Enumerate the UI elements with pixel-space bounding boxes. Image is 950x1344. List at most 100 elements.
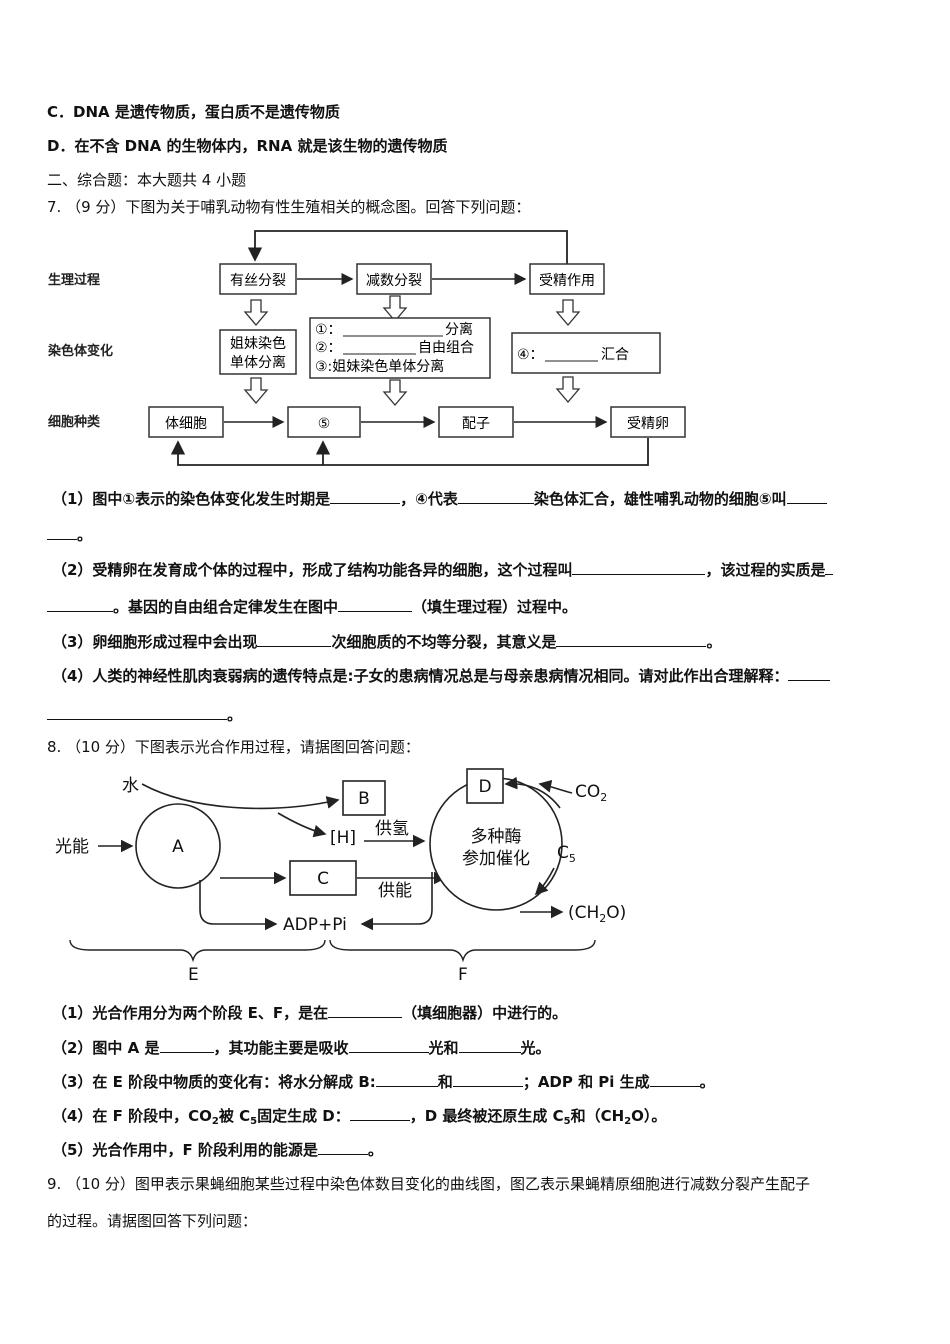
q7-p1-c: 染色体汇合，雄性哺乳动物的细胞⑤叫 (533, 490, 787, 508)
fert-change-1: ④： (517, 347, 544, 363)
q8-p2-blank2[interactable] (348, 1037, 429, 1053)
label-D: D (478, 777, 491, 797)
box-cell-5 (287, 406, 361, 438)
label-H: [H] (330, 828, 356, 848)
q8-p3-b: 和 (437, 1073, 453, 1091)
q8-p3-a: （3）在 E 阶段中物质的变化有：将水分解成 B: (52, 1073, 376, 1091)
option-c: C．DNA 是遗传物质，蛋白质不是遗传物质 (47, 103, 340, 121)
label-fertilization: 受精作用 (539, 273, 595, 289)
q8-p4-sub4: 2 (624, 1116, 632, 1127)
label-co2: CO2 (575, 782, 607, 804)
q8-p3-blank2[interactable] (452, 1071, 523, 1087)
label-h-supply: 供氢 (375, 819, 409, 839)
label-mitosis: 有丝分裂 (230, 273, 286, 289)
q7-p1-blank2[interactable] (457, 488, 534, 504)
q8-p4-c: 固定生成 D： (257, 1107, 350, 1125)
q8-p4-f: O）。 (631, 1107, 667, 1125)
q7-p4-a: （4）人类的神经性肌肉衰弱病的遗传特点是:子女的患病情况总是与母亲患病情况相同。… (52, 667, 789, 685)
q7-p1-blank1[interactable] (330, 488, 401, 504)
q7-p2-c: 。基因的自由组合定律发生在图中 (113, 598, 339, 616)
q7-part1: （1）图中①表示的染色体变化发生时期是 ，④代表 染色体汇合，雄性哺乳动物的细胞⑤叫 (52, 488, 827, 509)
row-label-process: 生理过程 (48, 272, 100, 288)
box-mitosis-change (219, 329, 297, 375)
q8-part1: （1）光合作用分为两个阶段 E、F，是在（填细胞器）中进行的。 (52, 1002, 567, 1023)
box-fertilization (529, 263, 605, 295)
q8-p2-a: （2）图中 A 是 (52, 1039, 160, 1057)
q7-p3-blank1[interactable] (257, 631, 332, 647)
box-meiosis (356, 263, 432, 295)
q7-p4-blank[interactable] (788, 665, 831, 681)
label-water: 水 (122, 776, 139, 796)
circle-A (135, 803, 221, 889)
q8-p2-blank1[interactable] (159, 1037, 214, 1053)
q8-part3: （3）在 E 阶段中物质的变化有：将水分解成 B:和；ADP 和 Pi 生成。 (52, 1071, 715, 1092)
fert-change-end: 汇合 (601, 347, 629, 363)
q8-p2-c: 光和 (428, 1039, 459, 1057)
q8-p5-blank[interactable] (317, 1139, 368, 1155)
q7-p3-c: 。 (706, 633, 722, 651)
meiosis-change-2-end: 自由组合 (418, 340, 474, 356)
row-label-chromosome: 染色体变化 (47, 343, 113, 359)
mitosis-change-line2: 单体分离 (230, 354, 286, 371)
q7-p2-b: ，该过程的实质是 (705, 561, 826, 579)
label-gamete: 配子 (462, 416, 490, 432)
meiosis-change-3: ③:姐妹染色单体分离 (315, 358, 444, 375)
q8-p2-d: 光。 (520, 1039, 551, 1057)
q8-p2-blank3[interactable] (458, 1037, 521, 1053)
q8-part4: （4）在 F 阶段中，CO2被 C5固定生成 D：，D 最终被还原生成 C5和（… (52, 1105, 667, 1127)
q7-p2-blank1[interactable] (572, 559, 706, 575)
q8-p4-sub3: 5 (563, 1116, 571, 1127)
q8-p4-a: （4）在 F 阶段中，CO (52, 1107, 212, 1125)
q8-p3-blank3[interactable] (649, 1071, 700, 1087)
label-e-supply: 供能 (378, 881, 412, 901)
label-enzyme2: 参加催化 (462, 849, 530, 869)
photosynthesis-diagram: 水 光能 A B [H] 供氢 C 供能 ADP+Pi 多种酶 参加催化 D C… (55, 768, 626, 985)
q8-p5-b: 。 (367, 1141, 383, 1159)
label-enzyme1: 多种酶 (471, 827, 522, 847)
q7-p4-b: 。 (227, 706, 243, 724)
box-somatic-cell (148, 406, 224, 438)
q7-part4: （4）人类的神经性肌肉衰弱病的遗传特点是:子女的患病情况总是与母亲患病情况相同。… (52, 665, 831, 686)
box-B (342, 780, 386, 816)
box-gamete (438, 406, 514, 438)
q7-p2-blank2[interactable] (825, 559, 834, 575)
q8-p4-d: ，D 最终被还原生成 C (409, 1107, 564, 1125)
label-meiosis: 减数分裂 (366, 273, 422, 289)
q7-part3: （3）卵细胞形成过程中会出现次细胞质的不均等分裂，其意义是。 (52, 631, 721, 652)
box-C (289, 860, 357, 896)
meiosis-change-2: ②： (315, 340, 342, 356)
q8-stem: 8. （10 分）下图表示光合作用过程，请据图回答问题： (47, 738, 420, 756)
label-A: A (172, 837, 184, 857)
q7-p1-b: ，④代表 (400, 490, 458, 508)
q7-p3-blank2[interactable] (556, 631, 707, 647)
q8-p3-blank1[interactable] (375, 1071, 438, 1087)
q7-p2-blank3[interactable] (338, 596, 413, 612)
box-mitosis (219, 263, 297, 295)
row-label-cell: 细胞种类 (48, 414, 101, 430)
q7-p1-blank3-cont[interactable] (47, 524, 77, 540)
label-somatic-cell: 体细胞 (165, 416, 207, 432)
label-c5: C5 (557, 843, 576, 865)
box-fertilization-change (511, 332, 661, 374)
label-light: 光能 (55, 837, 89, 857)
q7-p2-blank2-cont[interactable] (47, 596, 113, 612)
q9-stem-line1: 9. （10 分）图甲表示果蝇细胞某些过程中染色体数目变化的曲线图，图乙表示果蝇… (47, 1175, 810, 1193)
q8-p4-sub1: 2 (211, 1116, 219, 1127)
q7-part2: （2）受精卵在发育成个体的过程中，形成了结构功能各异的细胞，这个过程叫，该过程的… (52, 559, 834, 580)
mitosis-change-line1: 姐妹染色 (230, 335, 286, 352)
q7-p1-a: （1）图中①表示的染色体变化发生时期是 (52, 490, 331, 508)
reproduction-concept-map: 生理过程 染色体变化 细胞种类 有丝分裂 减数分裂 受精作用 姐妹染色 单体分离… (47, 230, 686, 466)
q7-part2-cont: 。基因的自由组合定律发生在图中（填生理过程）过程中。 (47, 596, 577, 617)
meiosis-change-1-end: 分离 (445, 321, 473, 338)
label-zygote: 受精卵 (627, 416, 669, 432)
q8-p2-b: ，其功能主要是吸收 (213, 1039, 349, 1057)
q7-p3-b: 次细胞质的不均等分裂，其意义是 (331, 633, 557, 651)
q8-part2: （2）图中 A 是 ，其功能主要是吸收 光和 光。 (52, 1037, 551, 1058)
section-title: 二、综合题：本大题共 4 小题 (47, 171, 247, 189)
q7-p4-blank-cont[interactable] (47, 704, 227, 720)
q8-p1-blank[interactable] (328, 1002, 403, 1018)
q7-p1-blank3[interactable] (786, 488, 827, 504)
q7-part1-cont: 。 (47, 524, 92, 545)
q8-p1-a: （1）光合作用分为两个阶段 E、F，是在 (52, 1004, 329, 1022)
q8-p4-blank[interactable] (349, 1105, 410, 1121)
